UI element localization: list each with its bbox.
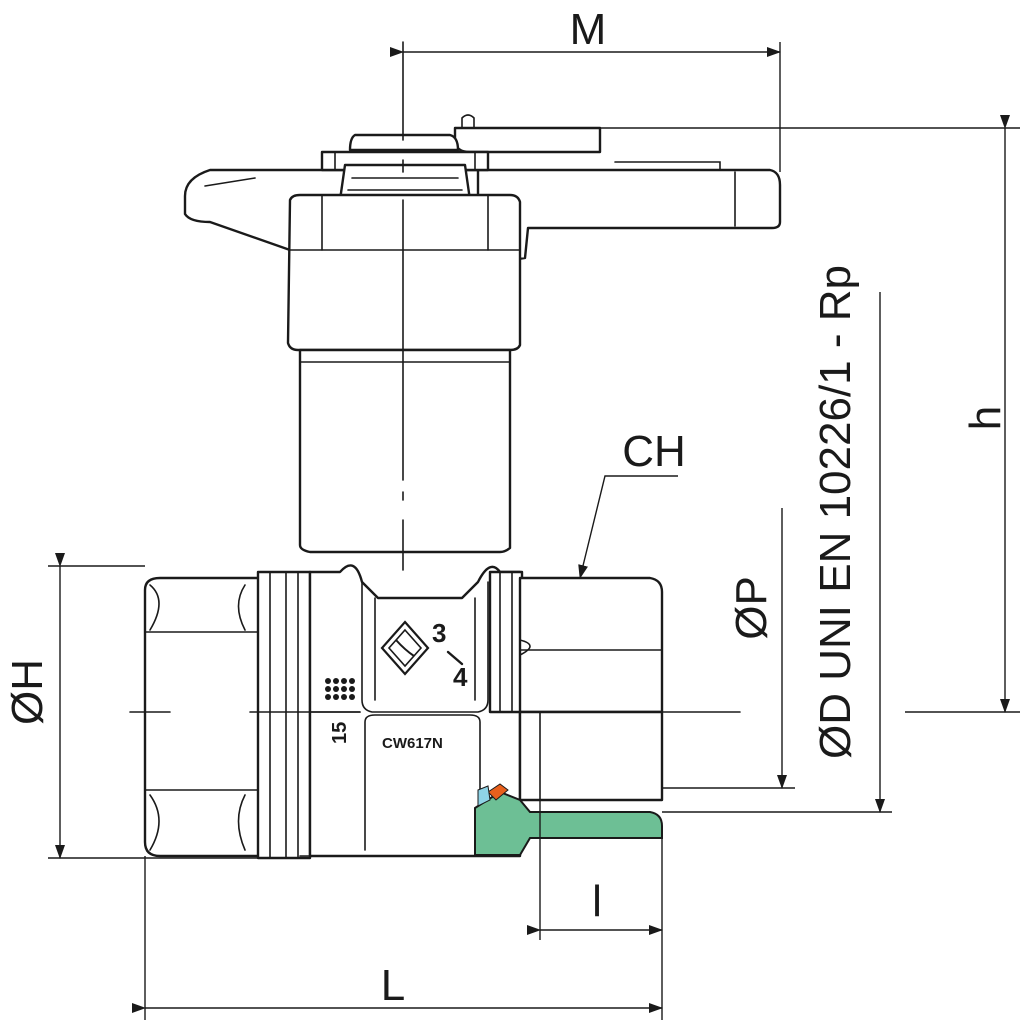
lever-handle — [183, 114, 782, 554]
insert-ring — [477, 785, 491, 807]
label-l-total: L — [381, 961, 405, 1010]
dimension-l-total: L — [132, 856, 663, 1020]
dimension-l-small: l — [527, 800, 663, 940]
material-code: CW617N — [382, 735, 443, 752]
label-l-small: l — [592, 877, 602, 926]
label-m: M — [570, 5, 607, 54]
pressure-rating: 15 — [329, 722, 351, 744]
valve-body — [143, 564, 664, 860]
label-h: h — [961, 406, 1010, 430]
size-numerator: 3 — [432, 618, 446, 648]
dimension-h: h — [600, 115, 1020, 713]
label-ch: CH — [622, 427, 686, 476]
label-op: ØP — [727, 576, 776, 640]
brand-logo-icon — [380, 620, 430, 676]
size-denominator: 4 — [453, 662, 468, 692]
center-lines — [129, 41, 741, 713]
seal-ring — [487, 783, 509, 801]
label-oh: ØH — [3, 659, 52, 725]
dimension-od: ØD UNI EN 10226/1 - Rp — [662, 265, 892, 813]
body-markings: 3 4 15 CW617N — [325, 618, 468, 752]
dimension-op: ØP — [662, 508, 795, 789]
dimension-oh: ØH — [3, 553, 300, 859]
seat-ring — [474, 790, 663, 856]
dimension-m: M — [390, 5, 781, 172]
dimension-ch: CH — [578, 427, 686, 579]
pressure-dot-matrix — [325, 678, 355, 700]
label-od: ØD UNI EN 10226/1 - Rp — [811, 265, 860, 759]
